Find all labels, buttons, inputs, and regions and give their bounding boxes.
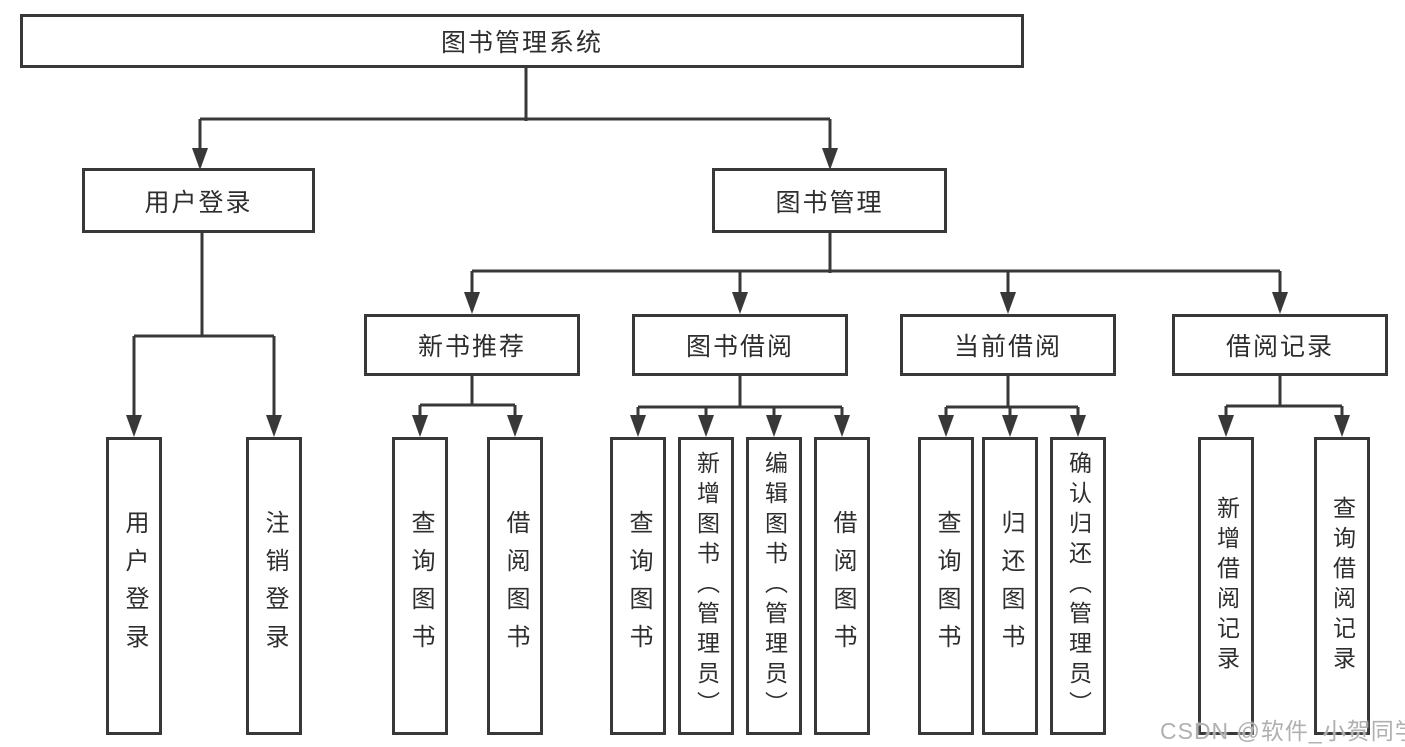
leaf-logout: 注销登录	[246, 437, 302, 735]
arrow-down-icon	[126, 415, 142, 437]
arrow-down-icon	[412, 415, 428, 437]
leaf-edit-books-admin: 编辑图书（管理员）	[746, 437, 802, 735]
arrow-down-icon	[266, 415, 282, 437]
node-user-login: 用户登录	[82, 168, 315, 233]
leaf-confirm-return-admin: 确认归还（管理员）	[1050, 437, 1106, 735]
leaf-borrowing-borrow-books-label: 借阅图书	[829, 510, 856, 662]
leaf-newbook-borrow-books: 借阅图书	[487, 437, 543, 735]
leaf-logout-label: 注销登录	[261, 510, 288, 662]
leaf-return-books-label: 归还图书	[997, 510, 1024, 662]
leaf-current-query-books: 查询图书	[918, 437, 974, 735]
arrow-down-icon	[1070, 415, 1086, 437]
leaf-query-borrow-record: 查询借阅记录	[1314, 437, 1370, 735]
node-book-management: 图书管理	[712, 168, 947, 233]
leaf-return-books: 归还图书	[982, 437, 1038, 735]
leaf-newbook-query-books-label: 查询图书	[407, 510, 434, 662]
leaf-add-borrow-record: 新增借阅记录	[1198, 437, 1254, 735]
node-new-book-recommend-label: 新书推荐	[417, 333, 526, 361]
node-root-label: 图书管理系统	[440, 29, 603, 57]
leaf-confirm-return-admin-label: 确认归还（管理员）	[1065, 451, 1092, 721]
leaf-newbook-query-books: 查询图书	[392, 437, 448, 735]
leaf-query-borrow-record-label: 查询借阅记录	[1329, 496, 1356, 676]
leaf-user-login-label: 用户登录	[121, 510, 148, 662]
arrow-down-icon	[766, 415, 782, 437]
node-book-borrowing-label: 图书借阅	[685, 333, 794, 361]
arrow-down-icon	[192, 148, 208, 170]
csdn-watermark: CSDN @软件_小贺同学	[1160, 718, 1405, 744]
leaf-borrowing-query-books-label: 查询图书	[625, 510, 652, 662]
node-current-borrowing-label: 当前借阅	[953, 333, 1062, 361]
arrow-down-icon	[507, 415, 523, 437]
node-book-borrowing: 图书借阅	[632, 314, 848, 376]
node-root: 图书管理系统	[20, 14, 1024, 68]
arrow-down-icon	[1218, 415, 1234, 437]
leaf-add-borrow-record-label: 新增借阅记录	[1213, 496, 1240, 676]
leaf-add-books-admin-label: 新增图书（管理员）	[693, 451, 720, 721]
leaf-user-login: 用户登录	[106, 437, 162, 735]
arrow-down-icon	[732, 292, 748, 314]
node-new-book-recommend: 新书推荐	[364, 314, 580, 376]
arrow-down-icon	[1000, 292, 1016, 314]
arrow-down-icon	[822, 148, 838, 170]
arrow-down-icon	[1272, 292, 1288, 314]
arrow-down-icon	[1002, 415, 1018, 437]
leaf-newbook-borrow-books-label: 借阅图书	[502, 510, 529, 662]
leaf-add-books-admin: 新增图书（管理员）	[678, 437, 734, 735]
arrow-down-icon	[698, 415, 714, 437]
arrow-down-icon	[630, 415, 646, 437]
leaf-borrowing-query-books: 查询图书	[610, 437, 666, 735]
node-current-borrowing: 当前借阅	[900, 314, 1116, 376]
arrow-down-icon	[464, 292, 480, 314]
leaf-edit-books-admin-label: 编辑图书（管理员）	[761, 451, 788, 721]
node-user-login-label: 用户登录	[144, 188, 253, 217]
arrow-down-icon	[938, 415, 954, 437]
arrow-down-icon	[1334, 415, 1350, 437]
leaf-borrowing-borrow-books: 借阅图书	[814, 437, 870, 735]
leaf-current-query-books-label: 查询图书	[933, 510, 960, 662]
node-borrowing-records-label: 借阅记录	[1225, 333, 1334, 361]
node-borrowing-records: 借阅记录	[1172, 314, 1388, 376]
node-book-management-label: 图书管理	[775, 188, 884, 217]
arrow-down-icon	[834, 415, 850, 437]
